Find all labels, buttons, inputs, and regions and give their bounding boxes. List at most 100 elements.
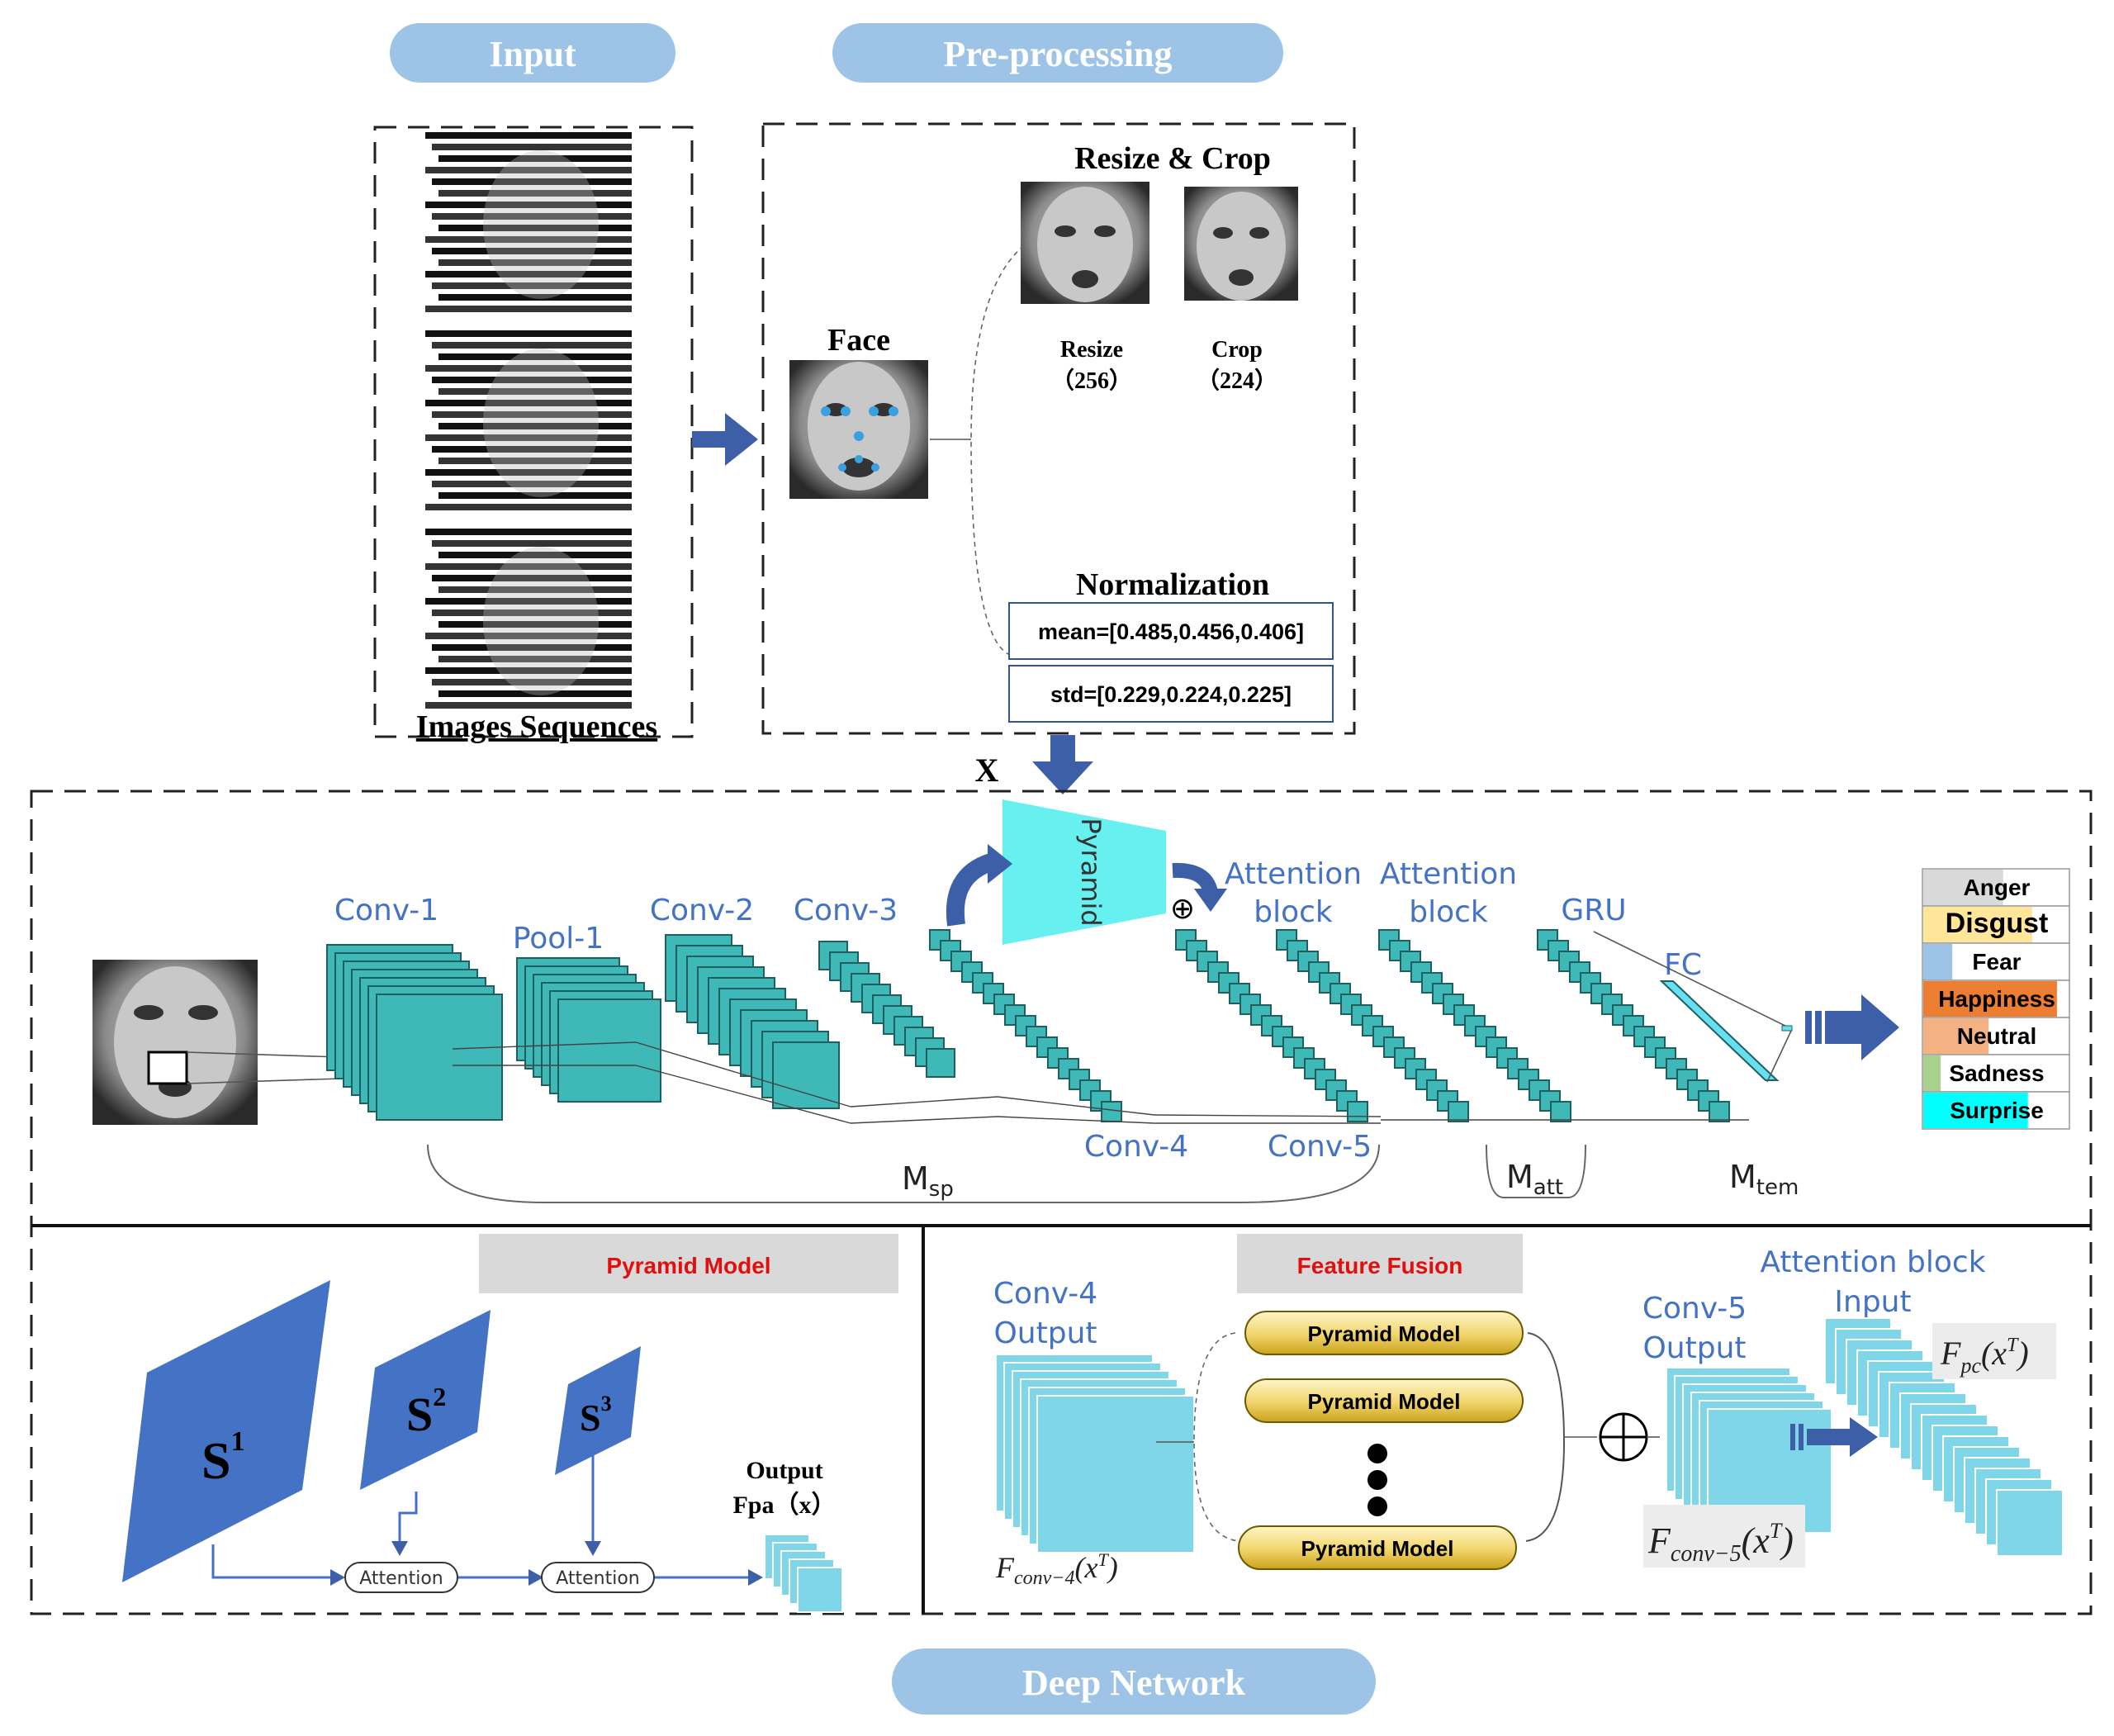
face-label: Face (827, 323, 890, 358)
ellipsis-dot-2 (1367, 1470, 1387, 1490)
fc-layer (1659, 980, 1780, 1081)
sequence-frame-strip (425, 365, 632, 372)
m-sp-bracket (427, 1144, 1380, 1203)
fpa-output-stack (764, 1534, 843, 1613)
sequence-frame-strip (432, 575, 632, 581)
crop-label: Crop (1211, 337, 1263, 363)
conv5-label: Conv-5 (1268, 1130, 1372, 1164)
sequence-frame-strip (425, 667, 632, 674)
sequence-frame-strip (432, 679, 632, 685)
input-header: Input (390, 23, 675, 83)
attention-input-slice (1996, 1489, 2064, 1557)
emotion-label: Happiness (1938, 986, 2055, 1012)
attention-block-1-stack-slice (1448, 1101, 1469, 1122)
emotion-item-happiness: Happiness (1922, 979, 2070, 1018)
pool1-stack (516, 957, 661, 1103)
sequence-frame-strip (425, 202, 632, 208)
emotion-cell (1922, 1054, 2070, 1093)
face-landmark-image (789, 360, 928, 499)
conv-connector-lines (452, 1041, 1749, 1124)
resize-label: Resize (1060, 337, 1123, 363)
conv2-stack (665, 934, 840, 1109)
conv3-to-pyramid-arrow (946, 853, 994, 927)
emotion-bar (1923, 1055, 1941, 1091)
emotion-label: Fear (1972, 949, 2021, 975)
sequence-frame-strip (425, 167, 632, 173)
emotion-item-surprise: Surprise (1922, 1091, 2070, 1130)
attention-block-1-label-2: block (1254, 895, 1333, 929)
deep-network-header: Deep Network (892, 1648, 1376, 1715)
sequence-frame-strip (432, 411, 632, 418)
sequence-frame-strip (438, 458, 632, 464)
conv4-output-label-2: Output (993, 1316, 1097, 1350)
conv1-stack (326, 944, 503, 1121)
sequence-frame-strip (438, 492, 632, 499)
pyramid-model-flow (211, 1437, 748, 1579)
sequence-frame-strip (438, 656, 632, 662)
pyramid-model-title: Pyramid Model (606, 1253, 770, 1278)
conv5-stack-slice (1347, 1101, 1368, 1122)
preprocess-to-network-arrow (1032, 735, 1093, 794)
s1-label: S1 (201, 1426, 245, 1490)
emotion-output-list: AngerDisgustFearHappinessNeutralSadnessS… (1922, 868, 2070, 1130)
sequence-frame-strip (425, 469, 632, 476)
emotion-item-neutral: Neutral (1922, 1017, 2070, 1055)
mean-box (1008, 602, 1334, 660)
attention-block-1-stack (1276, 929, 1469, 1122)
conv5-to-attention-arrow (1790, 1417, 1878, 1457)
feature-fusion-title-bar (1237, 1234, 1523, 1293)
f-conv5-formula: Fconv−5(xT) (1647, 1519, 1794, 1567)
attention-block-2-label: Attention (1380, 857, 1517, 891)
network-input-face (92, 960, 258, 1125)
pyramid-model-pill-1-label: Pyramid Model (1308, 1321, 1461, 1346)
preprocessing-header-label: Pre-processing (944, 34, 1173, 74)
sequence-frame-strip (432, 609, 632, 616)
pyramid-output-label: Output (746, 1457, 822, 1484)
attention-block-2-stack-slice (1550, 1101, 1571, 1122)
sequence-frame-strip (438, 552, 632, 558)
image-sequence-stack (425, 529, 632, 709)
deep-network-header-label: Deep Network (1022, 1662, 1246, 1703)
conv4-stack (929, 929, 1122, 1122)
sequence-frame-strip (438, 259, 632, 266)
f-conv4-formula: Fconv−4(xT) (995, 1549, 1118, 1589)
emotion-label: Anger (1964, 875, 2031, 900)
resize-crop-title: Resize & Crop (1074, 141, 1271, 176)
conv5-stack (1175, 929, 1368, 1122)
pyramid-model-pill-1 (1244, 1311, 1524, 1355)
sequence-frame-strip (425, 306, 632, 312)
preprocessing-header: Pre-processing (832, 23, 1283, 83)
conv2-stack-slice (772, 1041, 840, 1109)
input-header-label: Input (489, 34, 576, 74)
sequence-frame-strip (438, 353, 632, 360)
attention-block-1-label: Attention (1225, 857, 1362, 891)
sequence-frame-strip (425, 132, 632, 139)
fc-connector-lines (1593, 931, 1793, 1083)
feature-fusion-title: Feature Fusion (1297, 1253, 1463, 1278)
conv-stacks (326, 929, 1749, 1124)
conv-connector-line (850, 1116, 998, 1124)
normalization-title: Normalization (1076, 567, 1269, 602)
conv5-output-label: Conv-5 (1642, 1292, 1747, 1326)
pyramid-label: Pyramid (1075, 818, 1107, 926)
sequence-frame-strip (425, 271, 632, 277)
emotion-label: Sadness (1949, 1060, 2044, 1086)
emotion-label: Neutral (1957, 1023, 2036, 1049)
pyramid-to-conv5-arrow (1172, 862, 1218, 894)
emotion-label: Disgust (1946, 908, 2049, 939)
sequence-frame-strip (425, 434, 632, 441)
pyramid-model-pill-3-label: Pyramid Model (1301, 1536, 1454, 1561)
pyramid-model-pill-3 (1238, 1525, 1517, 1570)
m-att-label: Matt (1506, 1159, 1563, 1200)
mean-text: mean=[0.485,0.456,0.406] (1038, 619, 1304, 644)
emotion-item-anger: Anger (1922, 868, 2070, 907)
image-sequence-stack (425, 132, 632, 312)
attention-block-input-label: Attention block (1760, 1245, 1985, 1279)
sequence-frame-strip (425, 236, 632, 243)
conv-connector-line (850, 1096, 998, 1108)
emotion-bar (1923, 981, 2057, 1017)
emotion-item-disgust: Disgust (1922, 905, 2070, 944)
conv-connector-line (635, 1041, 851, 1108)
conv4-output-stack (995, 1354, 1195, 1553)
f-pc-formula-bg (1932, 1323, 2056, 1379)
